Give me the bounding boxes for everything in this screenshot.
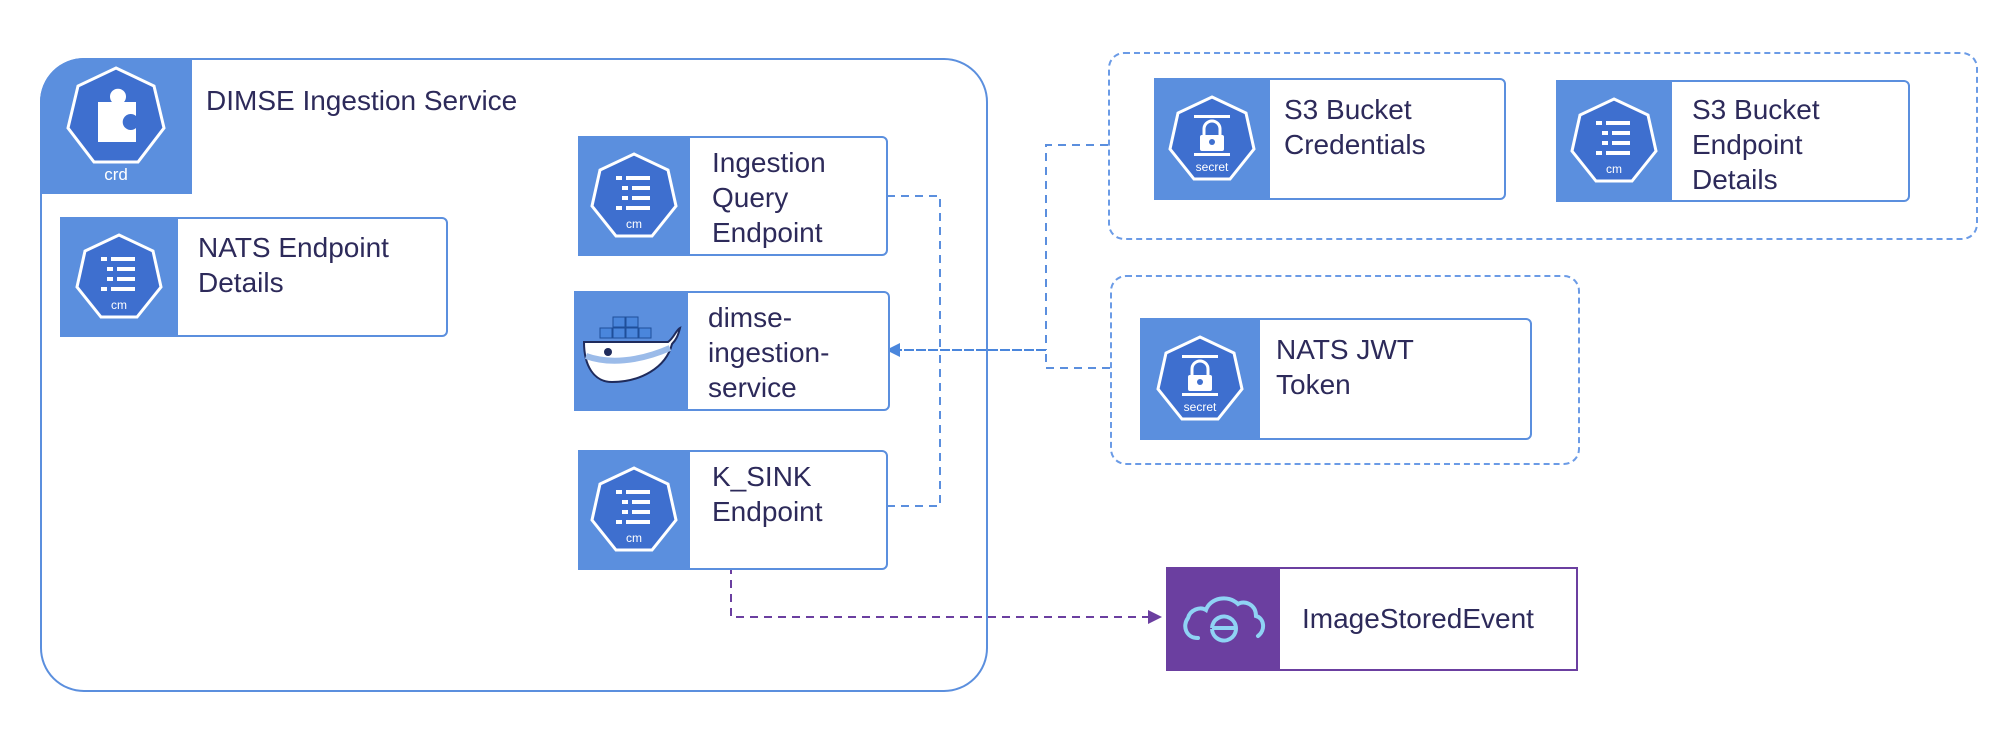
image-stored-event-node[interactable]: ImageStoredEvent — [1166, 567, 1578, 671]
nats-jwt-node[interactable]: secret NATS JWT Token — [1140, 318, 1532, 440]
s3-credentials-node[interactable]: secret S3 Bucket Credentials — [1154, 78, 1506, 200]
secret-icon: secret — [1156, 335, 1244, 421]
crd-tile: crd — [40, 58, 192, 194]
secret-icon: secret — [1168, 95, 1256, 181]
configmap-icon: cm — [590, 152, 678, 238]
connector-s3-group — [1045, 144, 1108, 350]
nats-jwt-label: NATS JWT Token — [1276, 334, 1414, 400]
dimse-ingestion-service-group — [40, 58, 988, 692]
connector-event — [730, 566, 1162, 624]
k-sink-label: K_SINK Endpoint — [712, 461, 823, 527]
dimse-ingestion-service-node[interactable]: dimse-ingestion-service — [574, 291, 890, 411]
ingestion-query-node[interactable]: cm Ingestion Query Endpoint — [578, 136, 888, 256]
s3-secrets-group — [1108, 52, 1978, 240]
svg-text:cm: cm — [626, 217, 642, 231]
svg-text:cm: cm — [1606, 162, 1622, 176]
svg-text:cm: cm — [111, 298, 127, 312]
configmap-icon: cm — [590, 466, 678, 552]
s3-endpoint-node[interactable]: cm S3 Bucket Endpoint Details — [1556, 80, 1910, 202]
nats-jwt-group — [1110, 275, 1580, 465]
crd-puzzle-icon: crd — [66, 66, 166, 184]
connector-k-sink — [887, 350, 941, 507]
cloud-event-icon — [1183, 596, 1265, 643]
nats-endpoint-label: NATS Endpoint Details — [198, 232, 389, 298]
configmap-icon: cm — [1570, 97, 1658, 183]
svg-text:cm: cm — [626, 531, 642, 545]
ingestion-query-label: Ingestion Query Endpoint — [712, 147, 826, 248]
svg-text:secret: secret — [1196, 160, 1229, 174]
connector-ingestion-query — [887, 195, 941, 350]
svg-text:secret: secret — [1184, 400, 1217, 414]
k-sink-node[interactable]: cm K_SINK Endpoint — [578, 450, 888, 570]
s3-credentials-label: S3 Bucket Credentials — [1284, 94, 1426, 160]
group-title: DIMSE Ingestion Service — [206, 85, 518, 116]
s3-endpoint-label: S3 Bucket Endpoint Details — [1692, 94, 1820, 195]
connector-nats-group — [1045, 350, 1110, 369]
nats-endpoint-node[interactable]: cm NATS Endpoint Details — [60, 217, 448, 337]
image-stored-event-label: ImageStoredEvent — [1302, 603, 1534, 634]
dimse-ingestion-service-label: dimse-ingestion-service — [708, 302, 830, 403]
svg-text:crd: crd — [104, 165, 128, 184]
docker-whale-icon — [582, 316, 682, 384]
configmap-icon: cm — [75, 233, 163, 319]
